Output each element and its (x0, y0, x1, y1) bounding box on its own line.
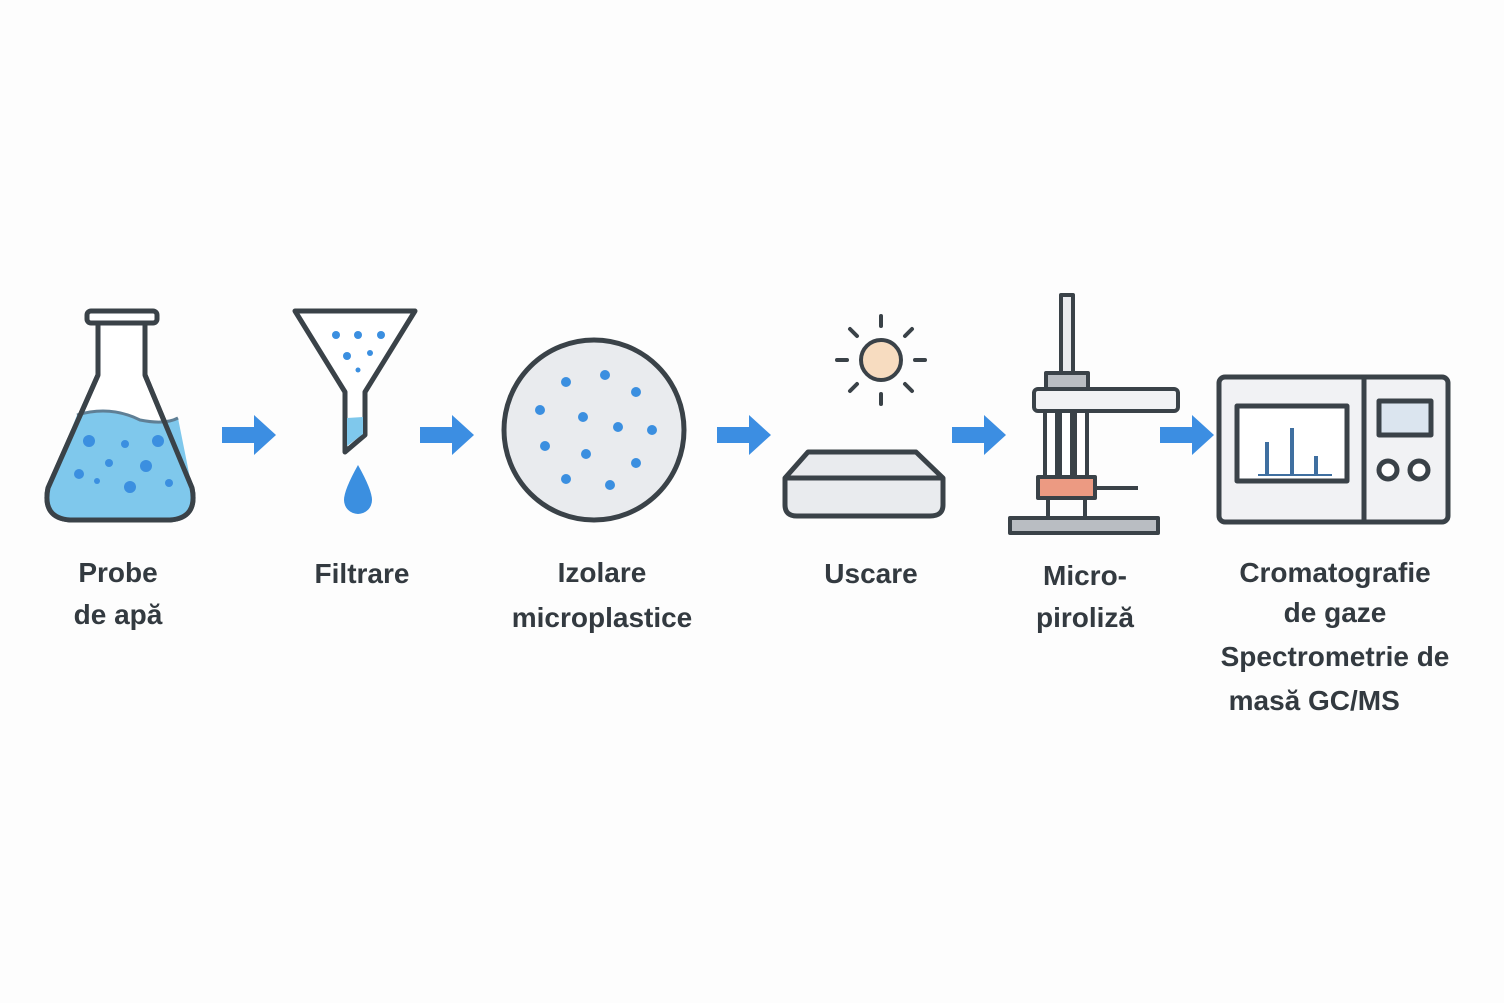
label-line: de gaze (1283, 597, 1387, 628)
funnel-icon (292, 308, 418, 514)
step-label-gcms: Cromatografie de gaze Spectrometrie de m… (1221, 551, 1450, 723)
label-line: Izolare (557, 557, 647, 588)
gcms-instrument-icon (1216, 374, 1451, 525)
label-line: Cromatografie (1239, 557, 1431, 588)
label-line: Uscare (824, 558, 918, 589)
drying-tray-icon (782, 449, 946, 519)
label-line: Spectrometrie de (1220, 641, 1450, 672)
arrow-icon (1160, 415, 1214, 455)
label-line: piroliză (1035, 602, 1135, 633)
step-label-filtrare: Filtrare (315, 560, 410, 588)
label-line: masă GC/MS (1228, 685, 1400, 716)
step-label-probe: Probe de apă (74, 559, 163, 629)
arrow-icon (952, 415, 1006, 455)
arrow-icon (420, 415, 474, 455)
label-line: Micro- (1042, 560, 1127, 591)
label-line: Probe (78, 557, 158, 588)
flask-icon (44, 308, 196, 523)
arrow-icon (717, 415, 771, 455)
step-label-izolare: Izolare microplastice (512, 559, 693, 632)
label-line: microplastice (511, 602, 693, 633)
label-line: Filtrare (314, 558, 410, 589)
arrow-icon (222, 415, 276, 455)
label-line: de apă (73, 599, 163, 630)
sun-icon (835, 314, 927, 406)
pyrolyzer-icon (1008, 293, 1180, 535)
step-label-micropiroliza: Micro-piroliză (1036, 562, 1134, 632)
step-label-uscare: Uscare (824, 560, 917, 588)
filter-disc-icon (501, 337, 687, 523)
